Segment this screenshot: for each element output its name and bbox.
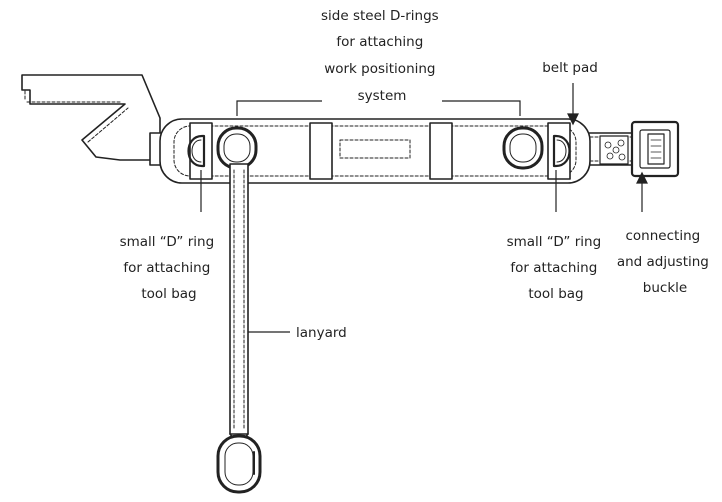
d-rings-leader-bracket bbox=[236, 100, 521, 116]
d-rings-label-line: work positioning bbox=[324, 61, 435, 77]
side-steel-d-ring-right bbox=[502, 126, 544, 170]
d-rings-label: side steel D-rings for attaching work po… bbox=[321, 8, 443, 104]
small-d-ring-right-label-line: small “D” ring bbox=[507, 234, 602, 250]
belt-pad-label: belt pad bbox=[542, 60, 598, 76]
buckle-leader bbox=[636, 171, 648, 212]
buckle-label: connecting and adjusting buckle bbox=[617, 228, 713, 296]
small-d-ring-right bbox=[552, 134, 571, 168]
small-d-ring-right-label-line: tool bag bbox=[528, 286, 583, 302]
small-d-ring-left-label: small “D” ring for attaching tool bag bbox=[120, 234, 219, 302]
lanyard-label: lanyard bbox=[296, 325, 347, 341]
buckle-label-line: buckle bbox=[643, 280, 687, 296]
small-d-ring-left-label-line: tool bag bbox=[141, 286, 196, 302]
d-rings-label-line: system bbox=[358, 88, 407, 104]
buckle-label-line: and adjusting bbox=[617, 254, 709, 270]
small-d-ring-left-label-line: small “D” ring bbox=[120, 234, 215, 250]
small-d-ring-right-label: small “D” ring for attaching tool bag bbox=[507, 234, 606, 302]
d-rings-label-line: for attaching bbox=[336, 34, 423, 50]
buckle-label-line: connecting bbox=[626, 228, 701, 244]
small-d-ring-left-label-line: for attaching bbox=[123, 260, 210, 276]
belt-pad-leader bbox=[567, 83, 579, 126]
side-steel-d-ring-left bbox=[216, 126, 258, 170]
buckle bbox=[599, 120, 680, 178]
carabiner bbox=[216, 434, 262, 494]
belt-strap-free-end bbox=[21, 74, 161, 161]
d-rings-label-line: side steel D-rings bbox=[321, 8, 439, 24]
small-d-ring-right-label-line: for attaching bbox=[510, 260, 597, 276]
belt-pad bbox=[159, 118, 591, 184]
lanyard bbox=[229, 163, 249, 446]
small-d-ring-left bbox=[187, 134, 206, 168]
